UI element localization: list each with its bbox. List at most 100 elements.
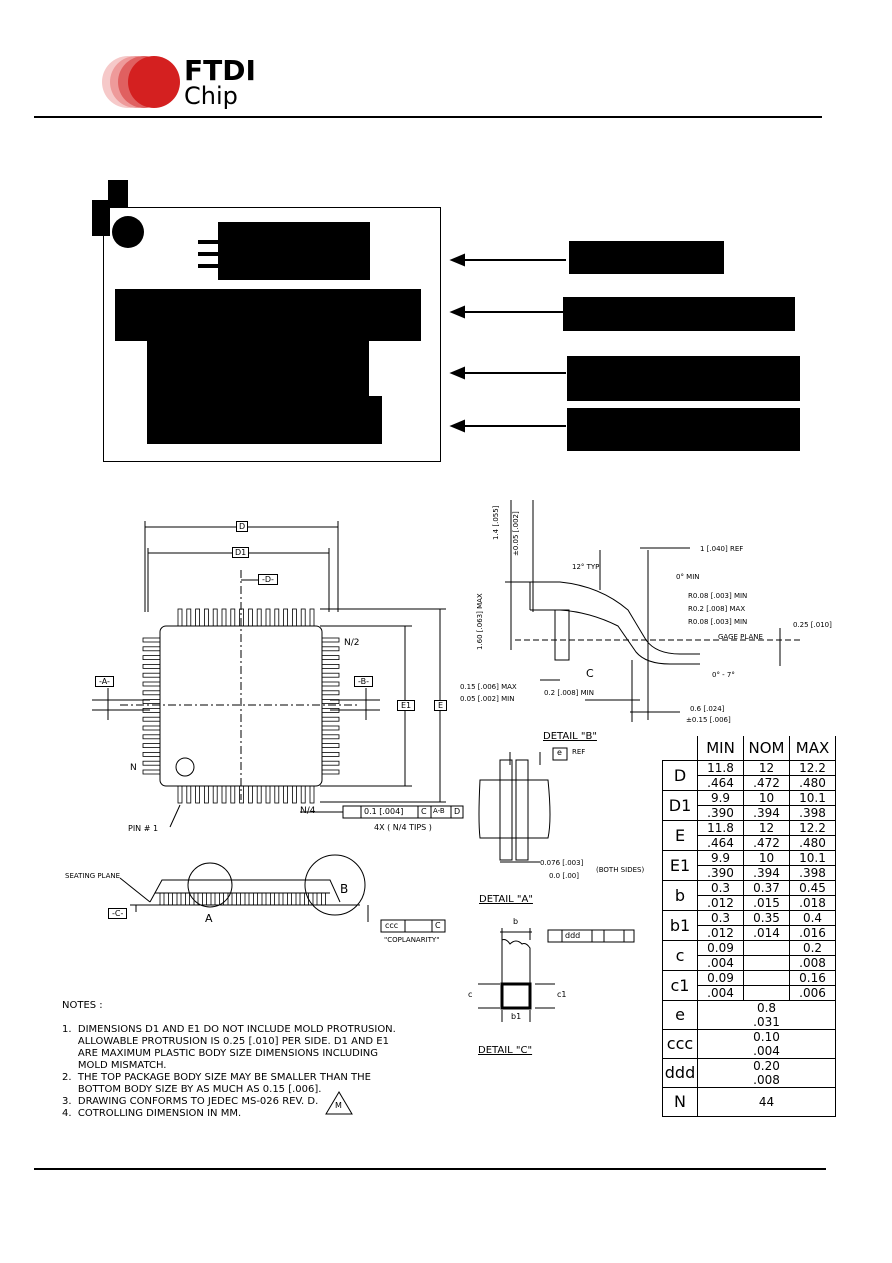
table-cell-inch: .008 — [697, 1073, 836, 1088]
table-symbol-cell: b — [662, 880, 698, 911]
label-d160: 1.60 [.063] MAX — [476, 593, 484, 650]
package-lead — [142, 769, 161, 775]
package-lead — [159, 892, 165, 906]
table-cell-mm: 0.37 — [743, 880, 790, 896]
package-lead — [142, 743, 161, 748]
label-d015: 0.15 [.006] MAX — [460, 683, 517, 691]
redaction-bar — [198, 240, 218, 244]
table-cell-inch: .004 — [697, 985, 744, 1001]
marking-redaction-tab-2 — [92, 200, 110, 236]
note-line: ARE MAXIMUM PLASTIC BODY SIZE DIMENSIONS… — [62, 1048, 379, 1059]
package-lead — [309, 608, 315, 627]
table-cell-inch: .472 — [743, 835, 790, 851]
package-lead — [256, 608, 262, 627]
label-c-small: c — [468, 990, 473, 999]
redaction-block — [147, 338, 369, 398]
table-symbol-cell: e — [662, 1000, 698, 1030]
package-lead — [247, 785, 253, 804]
label-r008b: R0.08 [.003] MIN — [688, 618, 748, 626]
footer-rule — [34, 1168, 826, 1170]
table-cell-inch: .012 — [697, 925, 744, 941]
table-cell-mm: 12.2 — [789, 820, 836, 836]
package-lead — [221, 608, 227, 627]
table-row: .004 .006 — [663, 985, 836, 1001]
table-cell-mm: 11.8 — [697, 760, 744, 776]
package-lead — [142, 716, 161, 722]
label-b-small: b — [513, 917, 519, 926]
table-cell-inch: .464 — [697, 775, 744, 791]
package-lead — [253, 892, 258, 906]
table-symbol-cell: ddd — [662, 1058, 698, 1088]
package-lead — [321, 681, 340, 687]
package-lead — [300, 785, 306, 804]
package-lead — [219, 892, 224, 906]
package-lead — [291, 608, 297, 627]
package-lead — [270, 892, 275, 906]
table-symbol-cell: ccc — [662, 1029, 698, 1059]
table-symbol-cell: D — [662, 760, 698, 791]
redaction-block — [147, 396, 382, 444]
label-n4: N/4 — [300, 806, 316, 816]
label-ref: REF — [572, 748, 586, 756]
table-header-cell: MAX — [789, 736, 836, 761]
table-cell-inch: .006 — [789, 985, 836, 1001]
table-row: .012.014.016 — [663, 925, 836, 941]
package-lead — [291, 785, 297, 804]
package-lead — [321, 752, 340, 757]
package-lead — [278, 892, 284, 906]
label-d06: 0.6 [.024] — [690, 705, 725, 713]
table-cell-inch: .018 — [789, 895, 836, 911]
label-d14: 1.4 [.055] — [492, 505, 500, 540]
table-cell-inch: .472 — [743, 775, 790, 791]
label-b1: b1 — [511, 1012, 522, 1021]
package-lead — [265, 785, 271, 804]
label-tips: 4X ( N/4 TIPS ) — [374, 823, 432, 832]
table-header-cell: MIN — [697, 736, 744, 761]
table-cell-n: 44 — [697, 1087, 836, 1117]
label-d02: 0.2 [.008] MIN — [544, 689, 594, 697]
package-lead — [300, 608, 306, 627]
pin1-dot-icon — [112, 216, 144, 248]
label-detail-c: DETAIL "C" — [478, 1045, 533, 1056]
package-lead — [321, 892, 326, 906]
table-cell-mm: 0.20 — [697, 1058, 836, 1073]
table-cell-mm: 0.10 — [697, 1029, 836, 1044]
ftdi-logo: FTDI Chip — [92, 54, 256, 114]
label-detail-a: DETAIL "A" — [479, 894, 533, 905]
package-lead — [312, 892, 318, 906]
package-lead — [283, 785, 289, 804]
table-cell-mm: 12 — [743, 760, 790, 776]
label-d005b: 0.05 [.002] MIN — [460, 695, 515, 703]
table-cell-mm: 0.4 — [789, 910, 836, 926]
table-cell-mm: 0.09 — [697, 940, 744, 956]
label-n2: N/2 — [344, 638, 360, 648]
table-corner — [663, 736, 698, 761]
package-lead — [321, 734, 340, 740]
table-cell-inch: .031 — [697, 1015, 836, 1030]
label-tol-box: 0.1 [.004] — [364, 807, 404, 816]
table-cell-inch: .394 — [743, 865, 790, 881]
package-lead — [142, 655, 161, 660]
table-cell-inch — [743, 985, 790, 1001]
table-cell-inch: .016 — [789, 925, 836, 941]
label-detail-b: DETAIL "B" — [543, 731, 597, 742]
table-cell-mm: 12.2 — [789, 760, 836, 776]
redaction-label — [567, 408, 800, 451]
table-cell-mm: 10.1 — [789, 790, 836, 806]
package-lead — [202, 892, 207, 906]
note-line: 4. COTROLLING DIMENSION IN MM. — [62, 1108, 242, 1119]
package-lead — [142, 708, 161, 713]
package-lead — [142, 681, 161, 687]
label-e-box: e — [557, 748, 562, 757]
note-line: BOTTOM BODY SIZE BY AS MUCH AS 0.15 [.00… — [62, 1084, 322, 1095]
package-lead — [321, 760, 340, 766]
redaction-bar — [198, 264, 218, 268]
package-lead — [244, 892, 250, 906]
redaction-label — [567, 356, 800, 401]
label-d00: 0.0 [.00] — [549, 872, 579, 880]
